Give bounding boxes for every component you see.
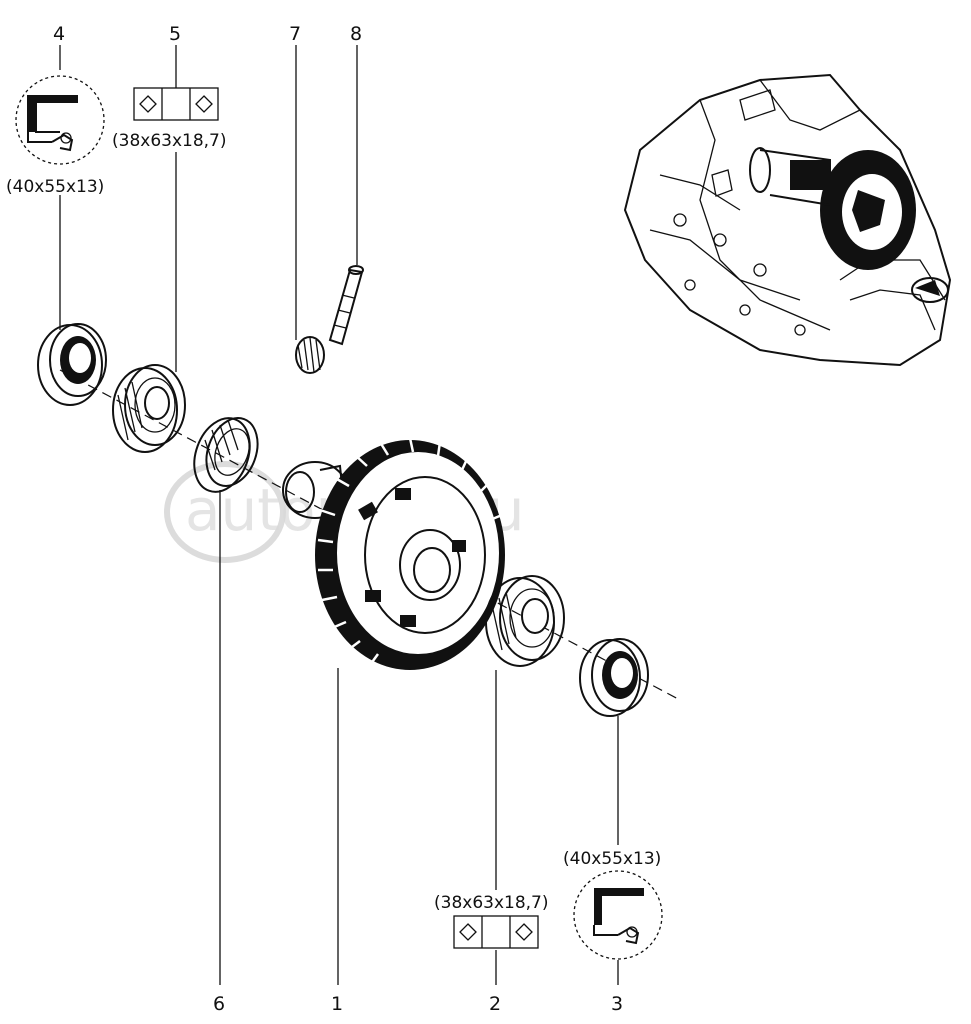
callout-4: 4 xyxy=(53,23,65,45)
bearing-top xyxy=(112,364,186,453)
assembly-axis xyxy=(59,369,681,701)
seal-symbol-top xyxy=(15,75,105,165)
oil-seal-top xyxy=(37,323,107,406)
callout-6: 6 xyxy=(213,993,225,1015)
seal-symbol-bottom xyxy=(573,870,663,960)
dimension-bearing-bottom: (38x63x18,7) xyxy=(434,893,549,913)
callout-2: 2 xyxy=(489,993,501,1015)
dimension-seal-top: (40x55x13) xyxy=(6,177,104,197)
callout-5: 5 xyxy=(169,23,181,45)
leader-lines xyxy=(59,45,619,985)
bearing-symbol-bottom xyxy=(453,915,539,949)
bearing-symbol-top xyxy=(133,87,219,121)
speedo-pinion xyxy=(295,336,325,374)
gearbox-assembly-illustration xyxy=(623,73,952,367)
callout-3: 3 xyxy=(611,993,623,1015)
speedo-drive-gear xyxy=(193,417,259,493)
speedo-shaft xyxy=(328,265,364,346)
callout-7: 7 xyxy=(289,23,301,45)
bearing-bottom xyxy=(485,575,565,667)
dimension-seal-bottom: (40x55x13) xyxy=(563,849,661,869)
callout-8: 8 xyxy=(350,23,362,45)
oil-seal-bottom xyxy=(579,638,649,717)
dimension-bearing-top: (38x63x18,7) xyxy=(112,131,227,151)
callout-1: 1 xyxy=(331,993,343,1015)
differential-ring-gear xyxy=(282,437,505,670)
